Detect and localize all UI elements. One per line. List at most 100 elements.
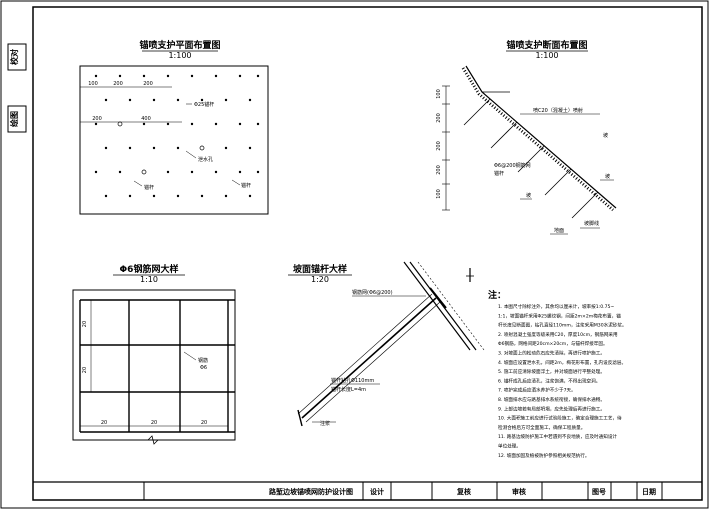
anchor-title: 坡面锚杆大样 <box>293 263 347 275</box>
anchor-point <box>128 146 132 150</box>
anchor-point <box>94 122 98 126</box>
notes-lines: 1. 本图尺寸除标注外，其余均以厘米计，坡率按1:0.75~ 1:1，坡面锚杆采… <box>498 303 627 459</box>
mesh-title: Φ6钢筋网大样 <box>120 263 179 275</box>
section-dim-3: 200 <box>436 141 442 151</box>
side-box-bottom <box>7 105 27 133</box>
inner-border <box>32 6 703 501</box>
anchor-point <box>94 74 98 78</box>
drain-hole <box>117 121 123 127</box>
anchor-point <box>176 98 180 102</box>
plan-dim-mid-right: 400 <box>141 116 151 122</box>
anchor-slope-surface-2 <box>409 261 477 351</box>
anchor-point <box>94 170 98 174</box>
section-anchor <box>544 168 572 196</box>
plan-frame <box>79 65 269 215</box>
plan-label-drain: 泄水孔 <box>198 156 213 163</box>
anchor-point <box>256 74 260 78</box>
drain-hole <box>199 145 205 151</box>
section-dim-1: 100 <box>436 89 442 99</box>
section-dim-2: 200 <box>436 113 442 123</box>
section-label-rebar: 锚杆 <box>494 170 504 177</box>
note-line: 5. 施工前应清除坡面浮土，并对坡面进行平整处理。 <box>498 368 605 375</box>
anchor-scale: 1:20 <box>311 275 329 284</box>
note-line: 8. 坡面排水应与路基排水系统衔接，确保排水通畅。 <box>498 396 605 403</box>
anchor-point <box>118 170 122 174</box>
anchor-label-bar2: 锚杆长度L=4m <box>331 386 366 393</box>
section-label-slope-c: 坡 <box>605 173 610 180</box>
section-label-mesh: Φ6@200钢筋网 <box>494 162 531 169</box>
note-line: 7. 喷护完成后应洒水养护不少于7天。 <box>498 387 576 394</box>
mesh-dim-side-2: 20 <box>82 367 88 373</box>
note-line: 检测合格后方可全面施工，确保工程质量。 <box>498 424 585 431</box>
anchor-point <box>190 170 194 174</box>
anchor-point <box>256 170 260 174</box>
section-title: 锚喷支护断面布置图 <box>506 39 587 51</box>
plan-label-anchor: Φ25锚杆 <box>194 101 214 108</box>
note-line: Φ6钢筋，网格间距20cm×20cm，与锚杆焊接牢固。 <box>498 340 608 347</box>
anchor-point <box>118 74 122 78</box>
anchor-point <box>104 98 108 102</box>
anchor-point <box>238 170 242 174</box>
mesh-tag-2: Φ6 <box>200 365 207 371</box>
tb-design: 设计 <box>370 487 384 496</box>
anchor-rod <box>301 297 437 419</box>
tb-drawing-no: 图号 <box>592 487 606 496</box>
anchor-point <box>214 170 218 174</box>
anchor-point <box>166 170 170 174</box>
note-line: 1:1，坡面锚杆采用Φ25螺纹钢，间距2m×2m梅花布置，锚 <box>498 312 621 319</box>
tb-approve: 审核 <box>512 487 526 496</box>
note-line: 3. 对坡面上的松动危石应先清除，再进行喷护施工。 <box>498 350 605 357</box>
note-line: 1. 本图尺寸除标注外，其余均以厘米计，坡率按1:0.75~ <box>498 303 614 310</box>
plan-anchor-grid <box>94 74 260 198</box>
anchor-detail: 坡面锚杆大样 1:20 钢筋网(Φ6@200) 锚杆钻孔Φ110mm 锚杆长度L… <box>288 261 485 427</box>
anchor-point <box>190 122 194 126</box>
anchor-point <box>224 194 228 198</box>
drain-hole <box>141 169 147 175</box>
anchor-point <box>142 122 146 126</box>
anchor-point <box>200 98 204 102</box>
side-label-top: 校对 <box>9 49 19 65</box>
note-line: 9. 上部边坡若有局部坍塌，应先处理后再进行施工。 <box>498 405 605 412</box>
note-line: 11. 路基边坡防护施工中若遇到不良地质，应及时通知设计 <box>498 433 617 440</box>
anchor-label-end: 注浆 <box>320 420 330 427</box>
plan-dim-1: 100 <box>88 81 98 87</box>
note-line: 4. 坡面应设置泄水孔，间距2m，梅花形布置，孔内设反滤层。 <box>498 359 626 366</box>
plan-label-pipe: 锚杆 <box>144 184 154 191</box>
anchor-point <box>128 98 132 102</box>
anchor-point <box>224 98 228 102</box>
anchor-point <box>152 194 156 198</box>
section-anchor <box>490 121 518 149</box>
plan-dim-mid-left: 200 <box>92 116 102 122</box>
title-block: 路堑边坡锚喷网防护设计图 设计 复核 审核 图号 日期 <box>33 481 702 500</box>
section-dim-5: 100 <box>436 189 442 199</box>
note-line: 10. 大面积施工前应进行试验段施工，确定合理施工工艺，待 <box>498 415 622 422</box>
anchor-point <box>248 98 252 102</box>
tb-drawing-title: 路堑边坡锚喷网防护设计图 <box>269 487 353 496</box>
mesh-dim-bottom-3: 20 <box>201 420 207 426</box>
mesh-frame <box>72 289 236 441</box>
anchor-point <box>190 74 194 78</box>
section-view: 锚喷支护断面布置图 1:100 100 200 200 200 100 喷C20… <box>436 39 617 235</box>
mesh-scale: 1:10 <box>140 275 158 284</box>
note-line: 6. 锚杆成孔后应清孔，注浆饱满，不得出现空洞。 <box>498 377 600 384</box>
notes-block: 注： 1. 本图尺寸除标注外，其余均以厘米计，坡率按1:0.75~ 1:1，坡面… <box>488 289 627 459</box>
tb-date: 日期 <box>642 487 656 496</box>
section-shotcrete-layer <box>461 67 614 212</box>
section-dim-4: 200 <box>436 165 442 175</box>
section-label-shotcrete: 喷C20（混凝土）喷射 <box>533 107 583 114</box>
plan-dim-2: 200 <box>113 81 123 87</box>
anchor-point <box>176 194 180 198</box>
note-line: 单位处理。 <box>498 443 521 450</box>
side-box-top <box>7 43 27 71</box>
anchor-point <box>166 122 170 126</box>
anchor-point <box>248 146 252 150</box>
anchor-point <box>248 194 252 198</box>
anchor-slope-surface-1 <box>403 261 471 351</box>
plan-view: 锚喷支护平面布置图 1:100 100 200 200 200 400 Φ25锚… <box>79 39 269 215</box>
anchor-point <box>176 146 180 150</box>
anchor-point <box>166 74 170 78</box>
section-anchor <box>571 191 599 219</box>
section-anchor <box>517 145 545 173</box>
plan-scale: 1:100 <box>168 51 191 60</box>
